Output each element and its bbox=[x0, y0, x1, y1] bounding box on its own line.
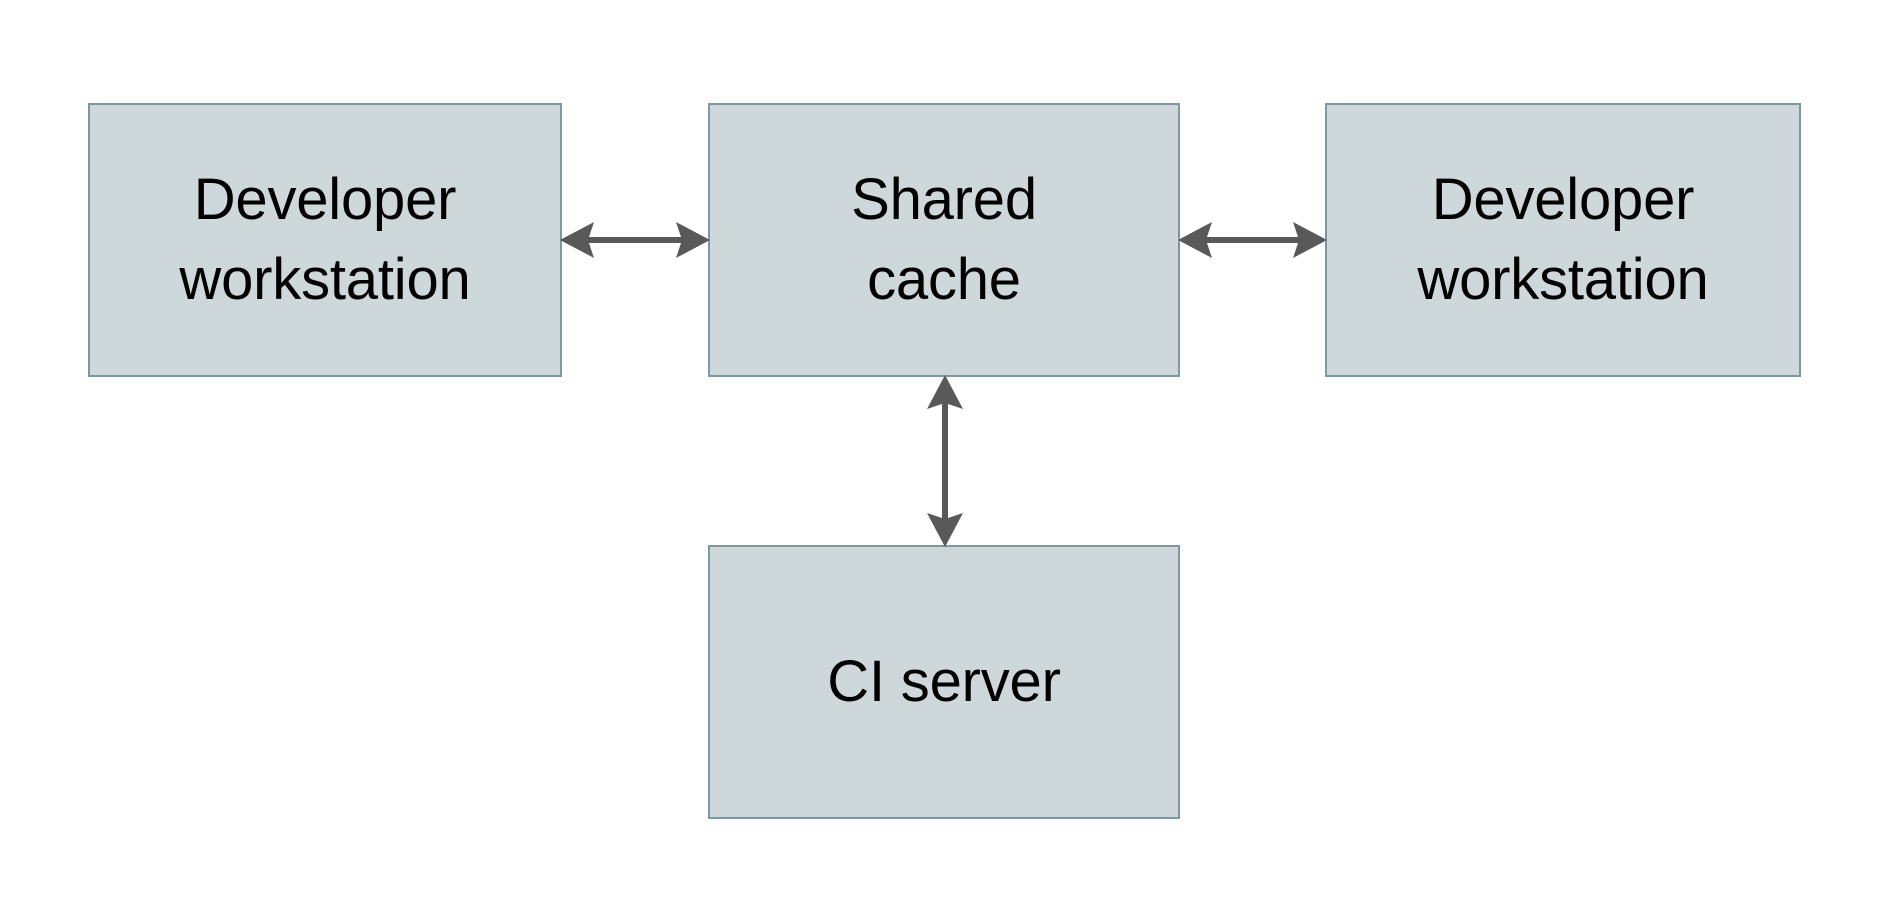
arrow-head-right bbox=[676, 222, 710, 258]
node-label: Developer workstation bbox=[1417, 166, 1709, 312]
arrow-head-down bbox=[927, 513, 963, 547]
node-developer-workstation-right[interactable]: Developer workstation bbox=[1325, 103, 1801, 377]
node-shared-cache[interactable]: Shared cache bbox=[708, 103, 1180, 377]
node-label: Shared cache bbox=[851, 166, 1037, 312]
arrow-head-left bbox=[1178, 222, 1212, 258]
node-developer-workstation-left[interactable]: Developer workstation bbox=[88, 103, 562, 377]
node-label: Developer workstation bbox=[179, 166, 471, 312]
edge-shared-cache-to-developer-right[interactable] bbox=[1176, 205, 1329, 275]
arrow-head-left bbox=[560, 222, 594, 258]
edge-developer-left-to-shared-cache[interactable] bbox=[558, 205, 712, 275]
arrow-head-right bbox=[1293, 222, 1327, 258]
node-ci-server[interactable]: CI server bbox=[708, 545, 1180, 819]
arrow-head-up bbox=[927, 375, 963, 409]
node-label: CI server bbox=[827, 648, 1061, 714]
edge-shared-cache-to-ci-server[interactable] bbox=[910, 373, 980, 549]
